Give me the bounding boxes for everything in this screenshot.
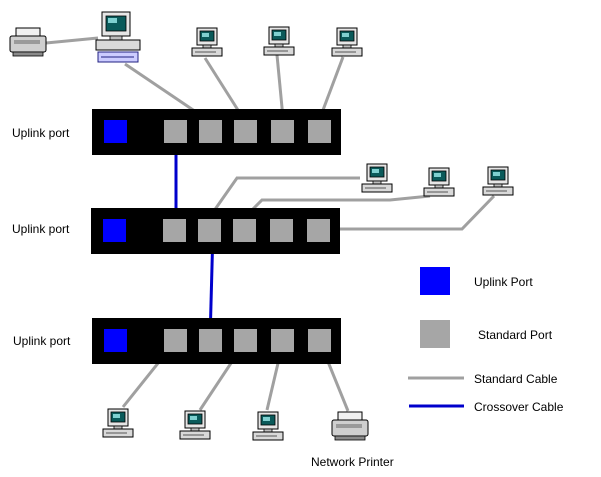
legend: Uplink Port Standard Port Standard Cable… xyxy=(408,267,564,414)
standard-port xyxy=(271,329,294,352)
uplink-port xyxy=(103,219,126,242)
legend-uplink-swatch xyxy=(420,267,450,295)
cable-printer-to-workstation xyxy=(45,36,99,45)
cable-pc-to-switch1-port4 xyxy=(275,54,285,119)
computer-icon xyxy=(252,411,284,441)
uplink-port xyxy=(104,120,127,143)
network-printer-icon xyxy=(331,411,369,441)
computer-icon xyxy=(179,410,211,440)
standard-port xyxy=(163,219,186,242)
uplink-port xyxy=(104,329,127,352)
standard-port xyxy=(271,120,294,143)
switch-3: Uplink port xyxy=(13,318,341,364)
network-printer-label: Network Printer xyxy=(311,455,394,469)
computer-icon xyxy=(331,27,363,57)
computer-icon xyxy=(102,408,134,438)
standard-port xyxy=(270,219,293,242)
standard-port xyxy=(308,120,331,143)
legend-standard-port-swatch xyxy=(420,320,450,348)
switch-2: Uplink port xyxy=(12,208,340,254)
switch-label: Uplink port xyxy=(12,126,70,140)
standard-port xyxy=(199,329,222,352)
cable-pc-to-switch2-port2 xyxy=(207,176,360,219)
standard-port xyxy=(308,329,331,352)
legend-standard-cable-label: Standard Cable xyxy=(474,372,558,386)
standard-port xyxy=(234,120,257,143)
cable-pc-to-switch2-port5 xyxy=(320,194,496,231)
switch-label: Uplink port xyxy=(13,334,71,348)
cable-pc-to-switch1-port5 xyxy=(318,56,345,119)
switch-1: Uplink port xyxy=(12,109,341,155)
computer-icon xyxy=(263,26,295,56)
computer-icon xyxy=(191,27,223,57)
legend-crossover-cable-label: Crossover Cable xyxy=(474,400,564,414)
standard-port xyxy=(198,219,221,242)
legend-standard-port-label: Standard Port xyxy=(478,328,553,342)
standard-port xyxy=(233,219,256,242)
legend-uplink-label: Uplink Port xyxy=(474,275,533,289)
standard-port xyxy=(164,329,187,352)
switch-label: Uplink port xyxy=(12,222,70,236)
printer-icon xyxy=(9,27,47,57)
standard-port xyxy=(234,329,257,352)
computer-icon xyxy=(423,167,455,197)
cable-pc-to-switch1-port3 xyxy=(203,57,245,119)
computer-icon xyxy=(482,166,514,196)
standard-port xyxy=(164,120,187,143)
standard-port xyxy=(307,219,330,242)
computer-icon xyxy=(361,163,393,193)
workstation-icon xyxy=(95,11,141,63)
standard-port xyxy=(199,120,222,143)
